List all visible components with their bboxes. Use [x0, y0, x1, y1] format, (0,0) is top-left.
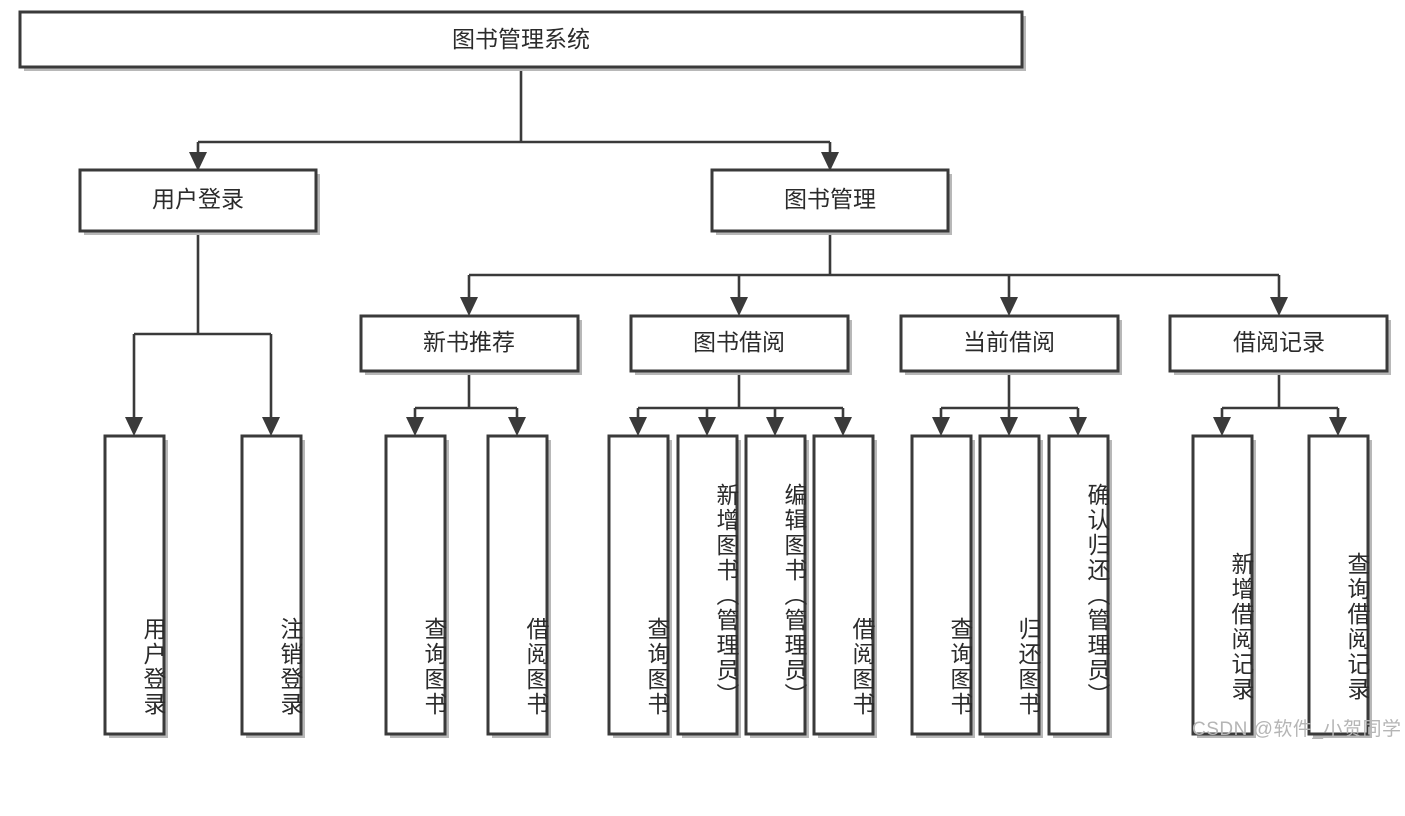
node-new-book-recommend-label: 新书推荐 [423, 329, 515, 355]
arrow-head-leaf-confirm-return-admin [1069, 417, 1087, 436]
node-leaf-query-book-1-box[interactable] [384, 434, 447, 736]
node-book-manage-box[interactable] [710, 168, 950, 233]
node-leaf-edit-book-admin-box[interactable] [744, 434, 807, 736]
arrow-head-leaf-query-book-3 [932, 417, 950, 436]
node-leaf-borrow-book-2-box[interactable] [812, 434, 875, 736]
node-leaf-query-borrow-record-box[interactable] [1307, 434, 1370, 736]
node-book-borrow-box[interactable] [629, 314, 850, 373]
arrow-head-leaf-query-book-1 [406, 417, 424, 436]
arrow-head-leaf-logout-login [262, 417, 280, 436]
node-current-borrow-box[interactable] [899, 314, 1120, 373]
arrow-head-user-login [189, 152, 207, 171]
arrow-head-leaf-borrow-book-1 [508, 417, 526, 436]
node-borrow-record-label: 借阅记录 [1233, 329, 1325, 355]
node-leaf-query-book-3-box[interactable] [910, 434, 973, 736]
arrow-head-leaf-return-book [1000, 417, 1018, 436]
arrow-head-current-borrow [1000, 297, 1018, 316]
node-leaf-return-book-box[interactable] [978, 434, 1041, 736]
node-book-borrow-label: 图书借阅 [693, 329, 785, 355]
arrow-head-book-borrow [730, 297, 748, 316]
node-leaf-add-book-admin-box[interactable] [676, 434, 739, 736]
arrow-head-new-book-recommend [460, 297, 478, 316]
node-layer: 图书管理系统 用户登录 图书管理 新书推荐 图书借阅 当前借阅 借阅记录 [18, 10, 1391, 738]
node-user-login-label: 用户登录 [152, 186, 244, 212]
arrow-head-book-manage [821, 152, 839, 171]
arrow-head-leaf-edit-book-admin [766, 417, 784, 436]
arrow-head-leaf-query-borrow-record [1329, 417, 1347, 436]
arrow-head-leaf-query-book-2 [629, 417, 647, 436]
node-user-login-box[interactable] [78, 168, 318, 233]
arrow-head-borrow-record [1270, 297, 1288, 316]
node-leaf-logout-login-box[interactable] [240, 434, 303, 736]
node-root-label: 图书管理系统 [452, 26, 590, 52]
arrow-head-leaf-user-login [125, 417, 143, 436]
node-leaf-borrow-book-1-box[interactable] [486, 434, 549, 736]
node-borrow-record-box[interactable] [1168, 314, 1389, 373]
node-leaf-confirm-return-admin-box[interactable] [1047, 434, 1110, 736]
node-new-book-recommend-box[interactable] [359, 314, 580, 373]
node-book-manage-label: 图书管理 [784, 186, 876, 212]
flowchart-canvas: 图书管理系统 用户登录 图书管理 新书推荐 图书借阅 当前借阅 借阅记录 [18, 10, 1402, 740]
node-root-box[interactable] [18, 10, 1024, 69]
node-leaf-user-login-box[interactable] [103, 434, 166, 736]
arrow-head-leaf-add-book-admin [698, 417, 716, 436]
node-leaf-add-borrow-record-box[interactable] [1191, 434, 1254, 736]
connector-layer [125, 67, 1347, 436]
arrow-head-leaf-borrow-book-2 [834, 417, 852, 436]
arrow-head-leaf-add-borrow-record [1213, 417, 1231, 436]
node-leaf-query-book-2-box[interactable] [607, 434, 670, 736]
node-current-borrow-label: 当前借阅 [963, 329, 1055, 355]
tree-diagram-svg: 图书管理系统 用户登录 图书管理 新书推荐 图书借阅 当前借阅 借阅记录 [18, 10, 1391, 738]
csdn-watermark: CSDN @软件_小贺同学 [1192, 719, 1402, 740]
